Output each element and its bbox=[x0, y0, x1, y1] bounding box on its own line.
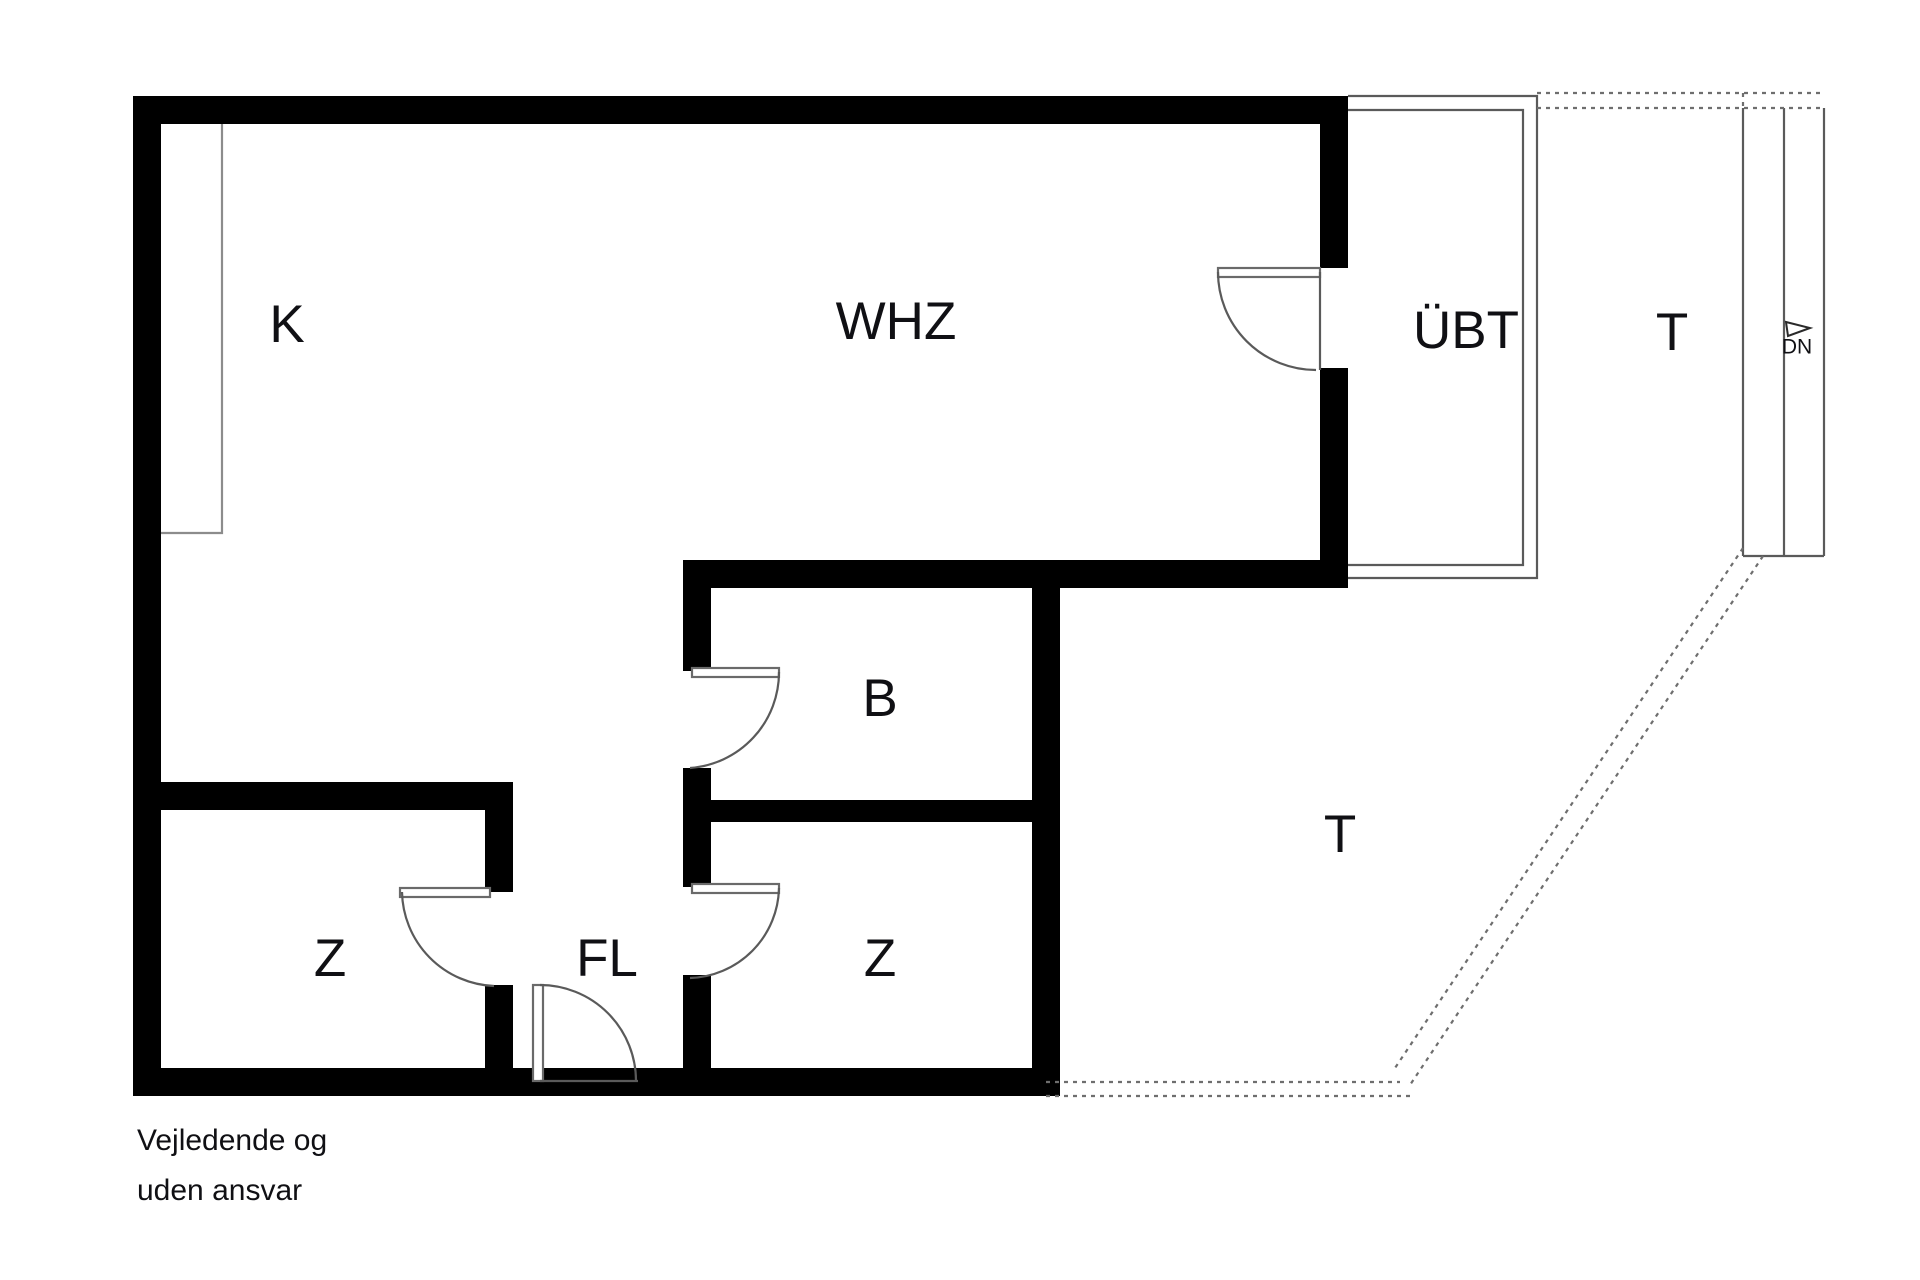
room-label-fl: FL bbox=[576, 929, 638, 988]
wall-z1-right-upper bbox=[485, 782, 513, 892]
door-bathroom bbox=[689, 666, 781, 770]
stairs-down-label: DN bbox=[1782, 336, 1812, 359]
room-label-z-left: Z bbox=[314, 929, 346, 988]
wall-top bbox=[133, 96, 1348, 124]
wall-whz-right-upper bbox=[1320, 96, 1348, 268]
door-uebt-arc bbox=[1216, 271, 1317, 372]
uebt-outer-outline bbox=[1348, 94, 1539, 580]
room-label-k: K bbox=[269, 295, 304, 354]
room-label-uebt: ÜBT bbox=[1413, 301, 1519, 360]
terrace-boundary-diagonal-inner bbox=[1409, 555, 1764, 1086]
door-group bbox=[398, 266, 1322, 1083]
wall-whz-right-lower bbox=[1320, 368, 1348, 568]
door-uebt bbox=[1216, 266, 1322, 372]
room-label-b: B bbox=[862, 669, 897, 728]
wall-b-z-divider bbox=[683, 800, 1032, 822]
door-bathroom-leaf bbox=[690, 666, 781, 679]
door-bedroom-right bbox=[689, 882, 781, 980]
terrace-boundary-diagonal-outer bbox=[1394, 547, 1744, 1069]
wall-z1-top bbox=[161, 782, 513, 810]
door-bathroom-arc bbox=[689, 671, 781, 770]
wall-whz-bottom-right bbox=[1032, 560, 1348, 588]
door-entry-leaf bbox=[531, 983, 545, 1083]
door-uebt-leaf bbox=[1216, 266, 1322, 279]
disclaimer: Vejledende og uden ansvar bbox=[137, 1124, 327, 1207]
wall-z2-left-upper bbox=[683, 822, 711, 887]
terrace-boundary-group bbox=[1046, 91, 1824, 1098]
stairs-down-annotation: DN bbox=[1782, 320, 1814, 359]
room-label-t-upper: T bbox=[1656, 303, 1688, 362]
wall-left bbox=[133, 96, 161, 1096]
door-entry-arc bbox=[539, 983, 638, 1082]
door-bedroom-left-leaf bbox=[398, 886, 492, 899]
door-bedroom-right-arc bbox=[689, 887, 781, 980]
kitchen-niche-outline bbox=[161, 124, 224, 535]
door-bedroom-left-arc bbox=[400, 891, 495, 988]
door-bedroom-left bbox=[398, 886, 495, 988]
room-label-z-right: Z bbox=[864, 929, 896, 988]
room-label-whz: WHZ bbox=[836, 292, 957, 351]
wall-z1-right-lower bbox=[485, 985, 513, 1096]
disclaimer-line-2: uden ansvar bbox=[137, 1174, 302, 1207]
wall-terrace-left bbox=[1032, 560, 1060, 1096]
door-bedroom-right-leaf bbox=[690, 882, 781, 895]
uebt-inner-outline bbox=[1348, 108, 1525, 567]
wall-z2-left-lower bbox=[683, 975, 711, 1096]
wall-b-left-upper bbox=[683, 560, 711, 671]
room-label-group: K WHZ ÜBT T B T Z FL Z bbox=[269, 292, 1688, 988]
stairs-down-arrow-icon bbox=[1784, 320, 1814, 338]
thin-line-group bbox=[161, 94, 1826, 580]
door-entry bbox=[531, 983, 638, 1083]
wall-b-top bbox=[683, 560, 1060, 588]
disclaimer-line-1: Vejledende og bbox=[137, 1124, 327, 1157]
room-label-t-lower: T bbox=[1324, 805, 1356, 864]
wall-group bbox=[133, 96, 1348, 1096]
